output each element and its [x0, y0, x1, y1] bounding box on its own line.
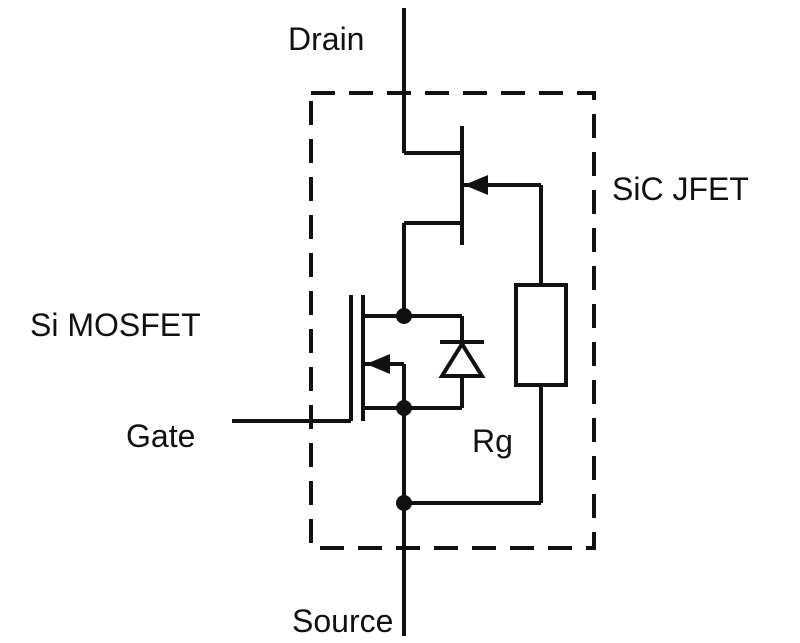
source-label: Source [292, 603, 393, 639]
mosfet-label: Si MOSFET [30, 307, 201, 343]
jfet-gate-arrow [464, 175, 488, 195]
jfet-label: SiC JFET [612, 171, 749, 207]
junction-dot-mosfet-drain [396, 308, 412, 324]
rg-label: Rg [472, 423, 513, 459]
gate-label: Gate [126, 418, 195, 454]
junction-dot-source-rail [396, 495, 412, 511]
rg-resistor [514, 283, 568, 387]
junction-dot-mosfet-source [396, 400, 412, 416]
diode-triangle [438, 340, 486, 378]
drain-label: Drain [288, 21, 364, 57]
mosfet-body-arrow [366, 354, 390, 374]
package-boundary-dashed [309, 91, 596, 550]
